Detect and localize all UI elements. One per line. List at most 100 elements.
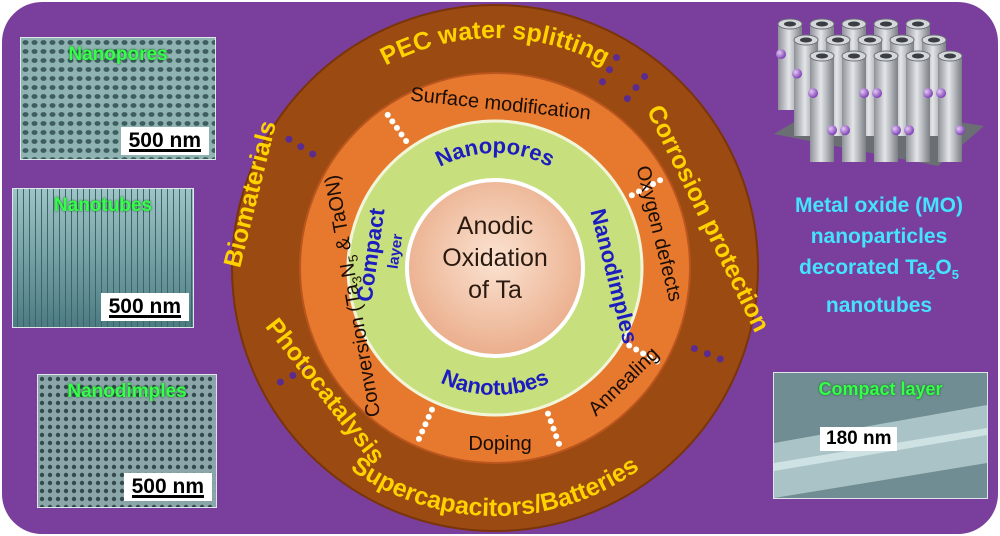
center-line3: of Ta: [468, 276, 522, 304]
compact-scale-text: 180 nm: [826, 428, 892, 449]
outer-ring-border: [231, 4, 759, 532]
decorated-nanotube-array-illustration: [774, 18, 984, 166]
outer-separator-dot: [623, 95, 631, 103]
nanotube-opening: [944, 53, 956, 59]
compact-scale-box: 180 nm: [820, 427, 898, 451]
outer-separator-dot: [289, 372, 297, 380]
middle-separator-dot: [550, 425, 557, 432]
nanodimples-scale-text: 500 nm: [131, 475, 204, 498]
middle-separator-dot: [398, 131, 405, 138]
nanotube-opening: [816, 21, 828, 27]
outer-separator-dot: [285, 135, 293, 143]
nanotube-opening: [880, 53, 892, 59]
nanotube-opening: [848, 53, 860, 59]
outer-separator-dot: [309, 150, 317, 158]
center-label: Anodic Oxidation of Ta: [415, 210, 575, 306]
outer-separator-dot: [641, 73, 649, 81]
mo-nanoparticle: [891, 125, 901, 136]
middle-separator-dot: [633, 346, 640, 353]
middle-separator-dot: [384, 111, 391, 118]
middle-separator-dot: [647, 354, 654, 361]
mo-nanoparticle: [904, 125, 914, 136]
mo-nanoparticle: [776, 49, 786, 60]
mo-nanoparticle: [923, 88, 933, 99]
mo-nanoparticle: [827, 125, 837, 136]
nanodimples-scale-bar: 500 nm: [123, 473, 212, 501]
middle-separator-dot: [640, 350, 647, 357]
mo-nanoparticle: [859, 88, 869, 99]
middle-separator-dot: [415, 435, 422, 442]
outer-separator-dot: [716, 355, 724, 363]
nanotube-opening: [912, 53, 924, 59]
nanotubes-sem-image: Nanotubes 500 nm: [12, 188, 194, 328]
nanodimples-sem-image: Nanodimples 500 nm: [37, 374, 217, 508]
nanotube-opening: [800, 37, 812, 43]
middle-separator-dot: [425, 413, 432, 420]
nanotube-opening: [896, 37, 908, 43]
center-line2: Oxidation: [442, 244, 548, 272]
middle-separator-dot: [553, 433, 560, 440]
center-line1: Anodic: [456, 212, 534, 240]
middle-separator-dot: [419, 428, 426, 435]
compact-layer-image-label: Compact layer: [818, 379, 943, 399]
middle-separator-dot: [635, 188, 642, 195]
middle-separator-dot: [650, 180, 657, 187]
inner-label-layer: layer: [385, 233, 407, 270]
nanotubes-image-label: Nanotubes: [53, 195, 153, 216]
outer-separator-dot: [606, 66, 613, 74]
mo-nanoparticle: [872, 88, 882, 99]
outer-separator-dot: [613, 54, 620, 62]
middle-separator-dot: [389, 118, 396, 125]
nanotubes-scale-bar: 500 nm: [100, 293, 189, 321]
middle-separator-dot: [545, 410, 552, 417]
mo-caption-line2: nanoparticles: [810, 225, 948, 248]
middle-separator-dot: [642, 184, 649, 191]
middle-separator-dot: [428, 406, 435, 413]
nanopores-image-label: Nanopores: [68, 44, 168, 65]
middle-separator-dot: [547, 418, 554, 425]
scale-line: [131, 495, 204, 498]
middle-ring-border: [299, 72, 691, 464]
mo-nanoparticle: [808, 88, 818, 99]
nanotube-body: [874, 56, 898, 162]
nanotube-body: [906, 56, 930, 162]
nanotube-opening: [928, 37, 940, 43]
outer-separator-dot: [301, 365, 309, 373]
mo-caption-line3: decorated Ta2O5: [799, 256, 959, 283]
nanotube-opening: [848, 21, 860, 27]
scale-line: [128, 149, 201, 152]
middle-label-doping: Doping: [468, 433, 531, 455]
nanotube-opening: [832, 37, 844, 43]
nanotube-cylinders: [776, 18, 965, 162]
outer-separator-dot: [632, 84, 640, 92]
nanopores-sem-image: Nanopores 500 nm: [20, 37, 216, 160]
nanodimples-image-label: Nanodimples: [67, 381, 187, 402]
nanotube-body: [938, 56, 962, 162]
mo-nanoparticle: [792, 68, 802, 79]
outer-separator-dot: [599, 78, 606, 86]
nanotube-body: [842, 56, 866, 162]
nanopores-scale-text: 500 nm: [128, 129, 201, 152]
nanotube-opening: [912, 21, 924, 27]
compact-layer-sem-image: Compact layer 180 nm: [773, 372, 988, 499]
nanotubes-scale-text: 500 nm: [108, 295, 181, 318]
outer-separator-dot: [276, 378, 284, 386]
scale-line: [108, 315, 181, 318]
mo-nanoparticle: [840, 125, 850, 136]
nanotube-opening: [880, 21, 892, 27]
mo-caption: Metal oxide (MO) nanoparticles decorated…: [760, 190, 998, 321]
nanotube-opening: [816, 53, 828, 59]
middle-separator-dot: [555, 440, 562, 447]
center-circle: [405, 178, 585, 358]
middle-separator-dot: [657, 177, 664, 184]
outer-ring-separators: [276, 54, 724, 386]
mo-caption-line1: Metal oxide (MO): [794, 194, 963, 217]
mo-nanoparticle: [936, 88, 946, 99]
middle-separator-dot: [403, 138, 410, 145]
middle-separator-dot: [422, 421, 429, 428]
middle-separator-dot: [626, 342, 633, 349]
middle-separator-dot: [628, 192, 635, 199]
mo-caption-line4: nanotubes: [825, 294, 933, 318]
nanotube-opening: [784, 21, 796, 27]
middle-separator-dot: [653, 358, 660, 365]
